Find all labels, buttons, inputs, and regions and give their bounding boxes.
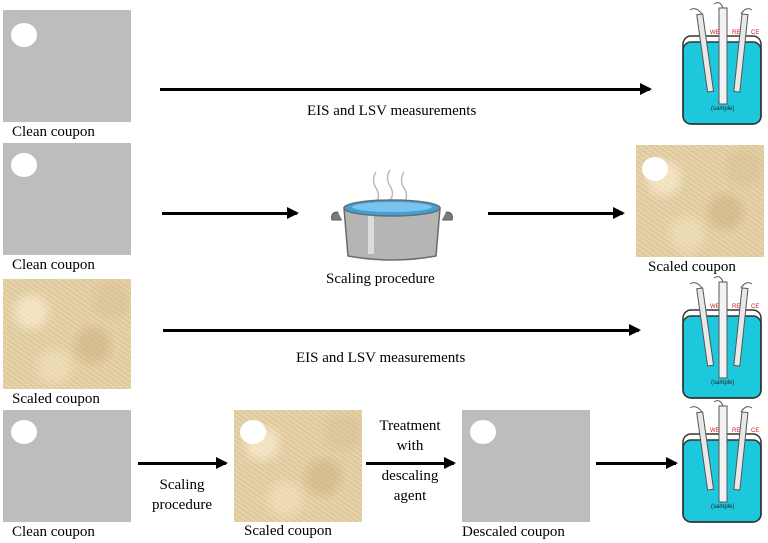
clean-coupon-row2: [3, 143, 131, 255]
clean-coupon-label-row2: Clean coupon: [12, 257, 95, 273]
treatment-line3: descaling: [381, 468, 439, 484]
we-label: WE: [710, 304, 720, 310]
treatment-line2: with: [396, 438, 424, 454]
arrow-row3: [163, 324, 641, 336]
arrow-row2-right: [488, 207, 625, 219]
treatment-line4: agent: [393, 488, 427, 504]
reference-electrode: [713, 400, 728, 503]
arrow-row4-3: [596, 457, 678, 469]
re-label: RE: [732, 428, 740, 434]
sample-label: (sample): [711, 380, 734, 386]
working-electrode: [689, 8, 715, 93]
clean-coupon-label-row1: Clean coupon: [12, 124, 95, 140]
eis-lsv-label-row3: EIS and LSV measurements: [296, 350, 466, 366]
we-label: WE: [710, 30, 720, 36]
scaling-procedure-label-row4: Scaling procedure: [140, 477, 224, 514]
ce-label: CE: [751, 304, 759, 310]
scaling-procedure-line2: procedure: [152, 497, 212, 513]
working-electrode: [689, 406, 715, 491]
arrow-row4-1: [138, 457, 228, 469]
scaling-procedure-line1: Scaling: [159, 477, 205, 493]
working-electrode: [689, 282, 715, 367]
cooking-pot-icon: [328, 168, 456, 264]
electrochemical-cell-row1: WE RE CE (sample): [680, 2, 766, 132]
descaled-coupon-label-row4: Descaled coupon: [462, 524, 565, 540]
re-label: RE: [732, 304, 740, 310]
ce-label: CE: [751, 428, 759, 434]
coupon-hole: [11, 23, 37, 47]
coupon-hole: [642, 157, 668, 181]
treatment-label: Treatment with descaling agent: [362, 418, 458, 505]
counter-electrode: [733, 282, 753, 367]
scaling-procedure-label-row2: Scaling procedure: [326, 271, 435, 287]
coupon-hole: [11, 153, 37, 177]
scaled-coupon-label-row3: Scaled coupon: [12, 391, 100, 407]
we-label: WE: [710, 428, 720, 434]
scaled-coupon-label-row2: Scaled coupon: [648, 259, 736, 275]
scaled-coupon-row3: [3, 279, 131, 389]
electrochemical-cell-row4: WE RE CE (sample): [680, 400, 766, 530]
descaled-coupon-row4: [462, 410, 590, 522]
clean-coupon-row1: [3, 10, 131, 122]
sample-label: (sample): [711, 504, 734, 510]
electrochemical-cell-row3: WE RE CE (sample): [680, 276, 766, 406]
reference-electrode: [713, 276, 728, 379]
counter-electrode: [733, 8, 753, 93]
coupon-hole: [470, 420, 496, 444]
scaled-coupon-row2: [636, 145, 764, 257]
clean-coupon-row4: [3, 410, 131, 522]
clean-coupon-label-row4: Clean coupon: [12, 524, 95, 540]
counter-electrode: [733, 406, 753, 491]
sample-label: (sample): [711, 106, 734, 112]
reference-electrode: [713, 2, 728, 105]
ce-label: CE: [751, 30, 759, 36]
arrow-row2-left: [162, 207, 299, 219]
re-label: RE: [732, 30, 740, 36]
arrow-row1: [160, 83, 652, 95]
coupon-hole: [11, 420, 37, 444]
treatment-line1: Treatment: [379, 418, 441, 434]
scaled-coupon-row4: [234, 410, 362, 522]
eis-lsv-label-row1: EIS and LSV measurements: [307, 103, 477, 119]
coupon-hole: [240, 420, 266, 444]
scaled-coupon-label-row4: Scaled coupon: [244, 523, 332, 539]
arrow-row4-2: [366, 457, 456, 469]
